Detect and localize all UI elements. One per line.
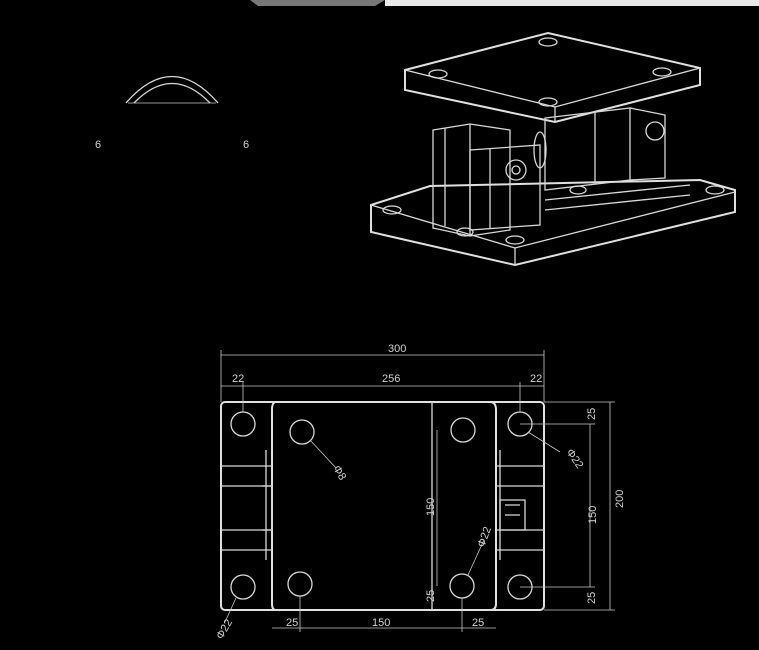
isometric-view <box>370 31 736 267</box>
dim-mid-offset: 25 <box>425 590 437 602</box>
dim-left-edge: 22 <box>232 373 244 385</box>
dim-right-edge: 22 <box>530 373 542 385</box>
hole-diameter-c: Φ22 <box>476 525 494 549</box>
hole-diameter-b: Φ22 <box>564 447 586 471</box>
plan-view: 300 22 256 22 200 150 25 25 150 25 25 15… <box>214 343 626 642</box>
dim-bottom-left: 25 <box>286 617 298 629</box>
hole-diameter-a: Φ8 <box>330 464 348 483</box>
dim-overall-height: 200 <box>614 490 626 508</box>
arc-right-mark: 6 <box>243 139 249 151</box>
dim-inner-height: 150 <box>587 506 599 524</box>
dim-bottom-span: 150 <box>372 617 390 629</box>
arc-view: 6 6 <box>95 75 249 151</box>
dim-mid-span: 150 <box>425 498 437 516</box>
arc-left-mark: 6 <box>95 139 101 151</box>
dim-top-offset: 25 <box>586 408 598 420</box>
top-strip <box>250 0 759 6</box>
dim-bottom-right: 25 <box>472 617 484 629</box>
dim-bottom-offset: 25 <box>586 592 598 604</box>
dim-overall-width: 300 <box>388 343 406 355</box>
dim-hole-span: 256 <box>382 373 400 385</box>
hole-diameter-d: Φ22 <box>214 617 235 641</box>
